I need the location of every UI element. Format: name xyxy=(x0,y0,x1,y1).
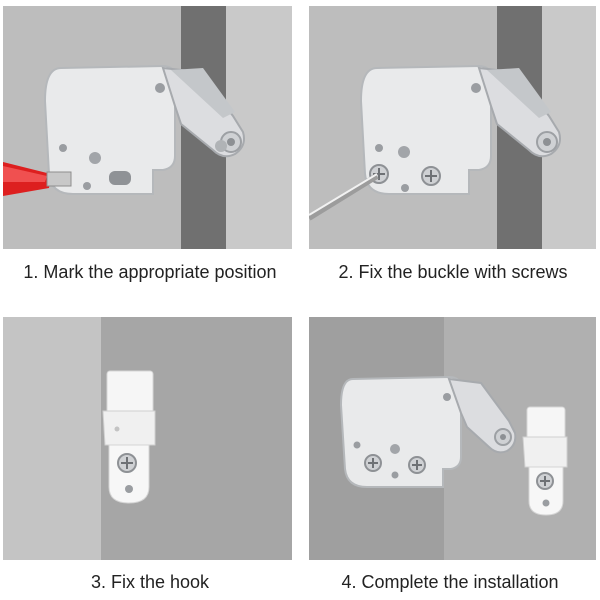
hook-icon xyxy=(102,370,156,504)
step-1-caption: 1. Mark the appropriate position xyxy=(23,262,277,282)
step-1-image xyxy=(3,6,292,249)
hook-icon xyxy=(522,406,568,516)
latch-body xyxy=(43,64,245,195)
step-4-caption: 4. Complete the installation xyxy=(341,572,559,592)
step-2-image xyxy=(309,6,596,249)
latch-body xyxy=(359,64,561,195)
screwdriver-icon xyxy=(309,173,379,221)
step-2-caption: 2. Fix the buckle with screws xyxy=(338,262,568,282)
step-3-caption: 3. Fix the hook xyxy=(90,572,210,592)
step-4-image xyxy=(309,317,596,560)
step-3-image xyxy=(3,317,292,560)
latch-body xyxy=(339,375,517,488)
screwdriver-icon xyxy=(3,162,72,196)
